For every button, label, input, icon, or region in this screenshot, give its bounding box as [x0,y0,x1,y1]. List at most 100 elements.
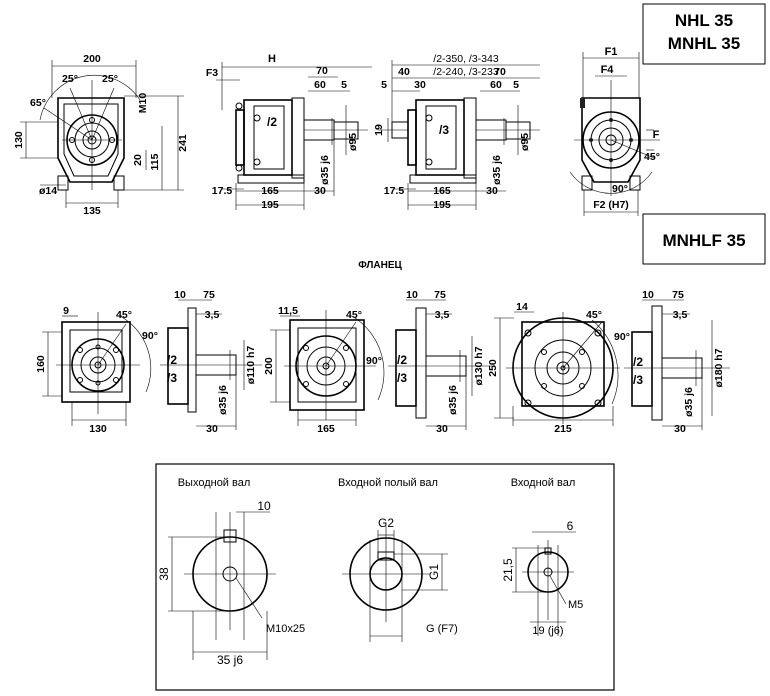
f1-r3: /3 [167,371,177,385]
dim-front-200: 200 [83,53,101,65]
f3-a45: 45° [586,309,602,321]
dim-17-5b: 17.5 [384,185,405,197]
flange-1-front [42,312,152,426]
f3-h250: 250 [487,359,499,377]
f1-w130: 130 [89,423,107,435]
dim-m10: M10 [137,93,149,114]
dim-5b: 5 [381,79,387,91]
f3-shaft: ø35 j6 [683,387,695,417]
f2-t75: 75 [434,289,446,301]
f1-shaft: ø35 j6 [217,385,229,415]
dim-5c: 5 [513,79,519,91]
dim-d14: ø14 [39,185,57,197]
f1-a90: 90° [142,330,158,342]
output-h38: 38 [157,567,171,581]
dim-H: H [268,53,276,65]
input-shaft-detail [512,531,576,636]
f3-t3-5: 3,5 [673,309,688,321]
dim-30a: 30 [314,185,326,197]
f3-l30: 30 [674,423,686,435]
f3-d14: 14 [516,301,528,313]
hollow-shaft-title: Входной полый вал [338,477,438,489]
f3-r3: /3 [633,373,643,387]
f1-d9: 9 [63,305,69,317]
dim-60a: 60 [314,79,326,91]
dim-60b: 60 [490,79,502,91]
f2-t10: 10 [406,289,418,301]
f1-r2: /2 [167,353,177,367]
hollow-g: G (F7) [426,623,458,635]
f2-dia: ø130 h7 [473,346,485,385]
title-line-1: NHL 35 [675,11,733,30]
input-thread: M5 [568,599,583,611]
ratio-3-side: /3 [439,123,449,137]
f2-a45: 45° [346,309,362,321]
input-dia: 19 (j6) [532,625,563,637]
input-h21-5: 21,5 [501,558,515,582]
output-key-10: 10 [257,499,271,513]
f3-t75: 75 [672,289,684,301]
flange-1-side [160,299,262,430]
f1-h160: 160 [35,355,47,373]
f3-w215: 215 [554,423,572,435]
dim-5a: 5 [341,79,347,91]
flange-2-front [270,310,385,426]
f2-d11-5: 11,5 [278,305,298,317]
f3-t10: 10 [642,289,654,301]
side-view-3 [378,60,540,210]
note-350: /2-350, /3-343 [433,53,499,65]
f2-r2: /2 [397,353,407,367]
flange-3-side [624,299,730,430]
dim-30b: 30 [414,79,426,91]
dim-F4: F4 [601,64,615,76]
output-thread: M10x25 [266,623,305,635]
f2-shaft: ø35 j6 [447,385,459,415]
output-dia: 35 j6 [217,653,243,667]
angle-65: 65° [30,97,46,109]
flange-title: MNHLF 35 [662,231,745,250]
dim-70b: 70 [494,66,506,78]
hollow-g2: G2 [378,516,394,530]
output-shaft-title: Выходной вал [178,477,251,489]
f2-t3-5: 3,5 [435,309,450,321]
hollow-g1: G1 [427,564,441,580]
angle-25a: 25° [62,73,78,85]
title-line-2: MNHL 35 [668,34,740,53]
f1-t75: 75 [203,289,215,301]
input-key-6: 6 [567,519,574,533]
dim-17-5a: 17.5 [212,185,233,197]
dim-241: 241 [177,134,189,152]
angle-25b: 25° [102,73,118,85]
f1-l30: 30 [206,423,218,435]
dim-195b: 195 [433,199,451,211]
front-view [20,60,184,208]
f1-a45: 45° [116,309,132,321]
f2-l30: 30 [436,423,448,435]
dim-shaft-a: ø35 j6 [319,155,331,185]
flange-3-front [494,311,620,426]
dim-115: 115 [149,153,161,170]
title-box: NHL 35 MNHL 35 [642,3,766,65]
f3-dia: ø180 h7 [713,348,725,387]
f1-t3-5: 3,5 [205,309,220,321]
angle-45-back: 45° [644,151,660,163]
dim-165b: 165 [433,185,451,197]
f2-r3: /3 [397,371,407,385]
dim-20: 20 [132,154,144,166]
f2-a90: 90° [366,355,382,367]
dim-d95a: ø95 [347,133,359,151]
flange-title-box: MNHLF 35 [642,213,766,265]
f2-w165: 165 [317,423,335,435]
dim-F2: F2 (H7) [593,199,629,211]
dim-F3: F3 [206,67,218,79]
dim-40: 40 [398,66,410,78]
hollow-shaft-detail [342,526,448,642]
note-240: /2-240, /3-233 [433,66,499,78]
flange-2-side [388,299,492,430]
f3-a90: 90° [614,331,630,343]
dim-F1: F1 [605,46,618,58]
dim-135: 135 [83,205,101,217]
ratio-2-side: /2 [267,115,277,129]
dim-shaft-b: ø35 j6 [491,155,503,185]
